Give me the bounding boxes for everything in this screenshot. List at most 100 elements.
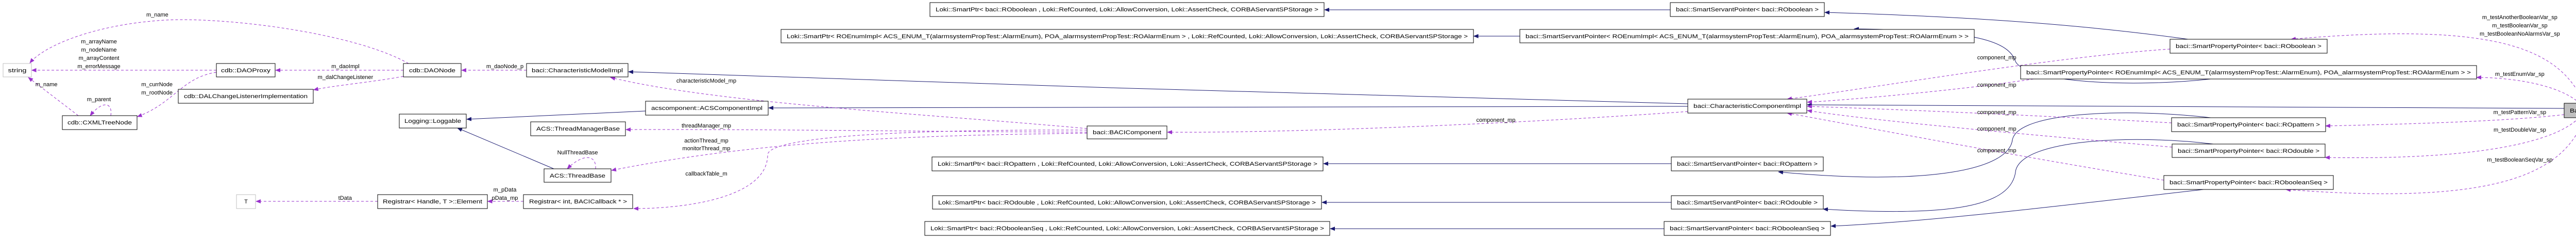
edge-label: m_testBooleanVar_sp <box>2492 23 2547 29</box>
node-registrar-int[interactable]: Registrar< int, BACICallback * > <box>523 194 633 209</box>
node-dao-node[interactable]: cdb::DAONode <box>403 63 462 77</box>
node-baci-prop-test[interactable]: BaciPropTest <box>2564 103 2576 118</box>
node-loki-boolean[interactable]: Loki::SmartPtr< baci::ROboolean , Loki::… <box>929 2 1325 17</box>
edge-label: m_testBooleanNoAlarmsVar_sp <box>2480 31 2560 37</box>
node-dal-change-listener[interactable]: cdb::DALChangeListenerImplementation <box>178 89 314 104</box>
node-label: Loki::SmartPtr< baci::ROpattern , Loki::… <box>938 161 1317 167</box>
node-label: baci::SmartServantPointer< baci::ROboole… <box>1676 7 1819 13</box>
edge-test-to-spp-enum <box>2476 75 2576 101</box>
node-ssp-pattern[interactable]: baci::SmartServantPointer< baci::ROpatte… <box>1671 156 1824 171</box>
node-label: cdb::CXMLTreeNode <box>67 120 132 126</box>
node-label: baci::SmartServantPointer< baci::ROboole… <box>1670 226 1825 232</box>
node-label: BaciPropTest <box>2570 108 2576 114</box>
edge-label: tData <box>338 195 352 201</box>
node-label: cdb::DALChangeListenerImplementation <box>184 93 308 100</box>
node-loki-boolean-seq[interactable]: Loki::SmartPtr< baci::RObooleanSeq , Lok… <box>924 221 1330 236</box>
edge-baci-component-to-thread-manager <box>625 127 1088 133</box>
node-label: baci::SmartPropertyPointer< baci::RObool… <box>2176 43 2321 50</box>
edge-dao-node-to-string <box>29 19 409 64</box>
edge-label: component_mp <box>1977 126 2016 132</box>
edge-spp-boolean-to-cci <box>1787 49 2171 101</box>
edge-spp-double-to-cci <box>1807 109 2173 148</box>
node-t[interactable]: T <box>236 194 256 209</box>
node-label: Loki::SmartPtr< ROEnumImpl< ACS_ENUM_T(a… <box>787 34 1468 40</box>
node-registrar-element[interactable]: Registrar< Handle, T >::Element <box>377 194 488 209</box>
edge-label: m_currNode <box>141 82 173 88</box>
node-label: ACS::ThreadManagerBase <box>536 126 620 132</box>
node-dao-proxy[interactable]: cdb::DAOProxy <box>216 63 276 77</box>
edge-label: m_errorMessage <box>77 64 120 70</box>
edge-thread-base-self <box>567 157 596 169</box>
edge-label: m_testPatternVar_sp <box>2494 109 2547 116</box>
node-label: string <box>8 68 27 74</box>
edge-label: m_parent <box>87 97 111 103</box>
edge-label: m_name <box>146 12 168 18</box>
node-spp-boolean[interactable]: baci::SmartPropertyPointer< baci::RObool… <box>2170 39 2328 54</box>
edge-label: threadManager_mp <box>682 123 731 129</box>
edge-cci-to-char-model <box>628 70 1688 104</box>
edge-test-to-spp-pattern <box>2325 114 2565 128</box>
node-thread-manager-base[interactable]: ACS::ThreadManagerBase <box>530 121 626 136</box>
node-ssp-boolean[interactable]: baci::SmartServantPointer< baci::ROboole… <box>1670 2 1825 17</box>
edge-label: m_rootNode <box>141 90 173 96</box>
node-label: cdb::DAOProxy <box>221 68 271 74</box>
node-spp-double[interactable]: baci::SmartPropertyPointer< baci::ROdoub… <box>2172 144 2326 158</box>
node-label: baci::CharacteristicModelImpl <box>532 68 623 74</box>
node-label: baci::SmartPropertyPointer< baci::ROpatt… <box>2177 122 2320 128</box>
node-label: baci::SmartPropertyPointer< baci::ROdoub… <box>2178 148 2319 154</box>
node-label: Registrar< int, BACICallback * > <box>529 199 627 205</box>
edge-baci-prop-test-to-cci <box>1807 103 2565 109</box>
node-ssp-boolean-seq[interactable]: baci::SmartServantPointer< baci::ROboole… <box>1664 221 1831 236</box>
edge-test-to-spp-boolean <box>2291 33 2576 89</box>
node-loki-enum[interactable]: Loki::SmartPtr< ROEnumImpl< ACS_ENUM_T(a… <box>781 29 1474 43</box>
node-label: T <box>244 199 248 205</box>
edge-tree-node-to-string <box>28 77 79 116</box>
node-cxml-tree-node[interactable]: cdb::CXMLTreeNode <box>62 115 138 130</box>
edge-spp-seq-to-cci <box>1787 112 2164 181</box>
node-spp-boolean-seq[interactable]: baci::SmartPropertyPointer< baci::RObool… <box>2163 175 2334 190</box>
node-thread-base[interactable]: ACS::ThreadBase <box>544 168 612 183</box>
node-label: Logging::Loggable <box>404 118 461 124</box>
node-characteristic-model-impl[interactable]: baci::CharacteristicModelImpl <box>526 63 629 77</box>
node-label: baci::SmartPropertyPointer< baci::RObool… <box>2170 180 2328 186</box>
edge-label: pData_mp <box>492 195 518 201</box>
node-spp-enum[interactable]: baci::SmartPropertyPointer< ROEnumImpl< … <box>2020 65 2477 80</box>
edge-label: m_arrayName <box>81 39 117 45</box>
edge-label: NullThreadBase <box>557 150 598 156</box>
node-loki-pattern[interactable]: Loki::SmartPtr< baci::ROpattern , Loki::… <box>931 156 1324 171</box>
node-ssp-double[interactable]: baci::SmartServantPointer< baci::ROdoubl… <box>1671 195 1824 210</box>
edge-cci-to-baci-component <box>1167 111 1688 135</box>
edge-label: component_mp <box>1977 109 2016 116</box>
node-characteristic-component-impl[interactable]: baci::CharacteristicComponentImpl <box>1687 99 1807 114</box>
node-label: Loki::SmartPtr< baci::ROdouble , Loki::R… <box>938 200 1316 206</box>
node-baci-component[interactable]: baci::BACIComponent <box>1087 125 1167 139</box>
edge-label: monitorThread_mp <box>683 146 731 152</box>
usage-edges <box>28 19 2576 211</box>
edge-spp-pattern-to-cci <box>1807 104 2172 123</box>
node-label: baci::SmartServantPointer< baci::ROpatte… <box>1677 161 1818 167</box>
edge-label: actionThread_mp <box>684 138 728 144</box>
node-spp-pattern[interactable]: baci::SmartPropertyPointer< baci::ROpatt… <box>2171 117 2326 132</box>
node-acs-component-impl[interactable]: acscomponent::ACSComponentImpl <box>645 101 769 116</box>
edge-baci-component-to-registrar <box>633 130 1088 211</box>
edge-label: m_nodeName <box>81 47 116 53</box>
node-string[interactable]: string <box>3 63 32 77</box>
node-ssp-enum[interactable]: baci::SmartServantPointer< ROEnumImpl< A… <box>1519 29 1975 43</box>
node-label: baci::CharacteristicComponentImpl <box>1693 103 1801 109</box>
edge-dao-proxy-to-tree-node <box>137 72 217 117</box>
edge-baci-component-to-char-model <box>610 76 1088 129</box>
edge-label: m_testEnumVar_sp <box>2495 71 2545 77</box>
node-label: Loki::SmartPtr< baci::RObooleanSeq , Lok… <box>930 226 1324 232</box>
edge-label: callbackTable_m <box>685 171 727 177</box>
node-label: baci::BACIComponent <box>1093 130 1161 136</box>
node-loggable[interactable]: Logging::Loggable <box>399 114 467 129</box>
edge-label: m_testBooleanSeqVar_sp <box>2487 157 2552 163</box>
node-loki-double[interactable]: Loki::SmartPtr< baci::ROdouble , Loki::R… <box>932 195 1322 210</box>
edge-acs-component-to-loggable <box>466 110 646 121</box>
node-label: Registrar< Handle, T >::Element <box>383 199 482 205</box>
edge-tree-node-self <box>90 104 111 116</box>
edge-label: characteristicModel_mp <box>676 78 736 84</box>
edge-label: component_mp <box>1977 148 2016 154</box>
node-label: ACS::ThreadBase <box>550 173 605 179</box>
